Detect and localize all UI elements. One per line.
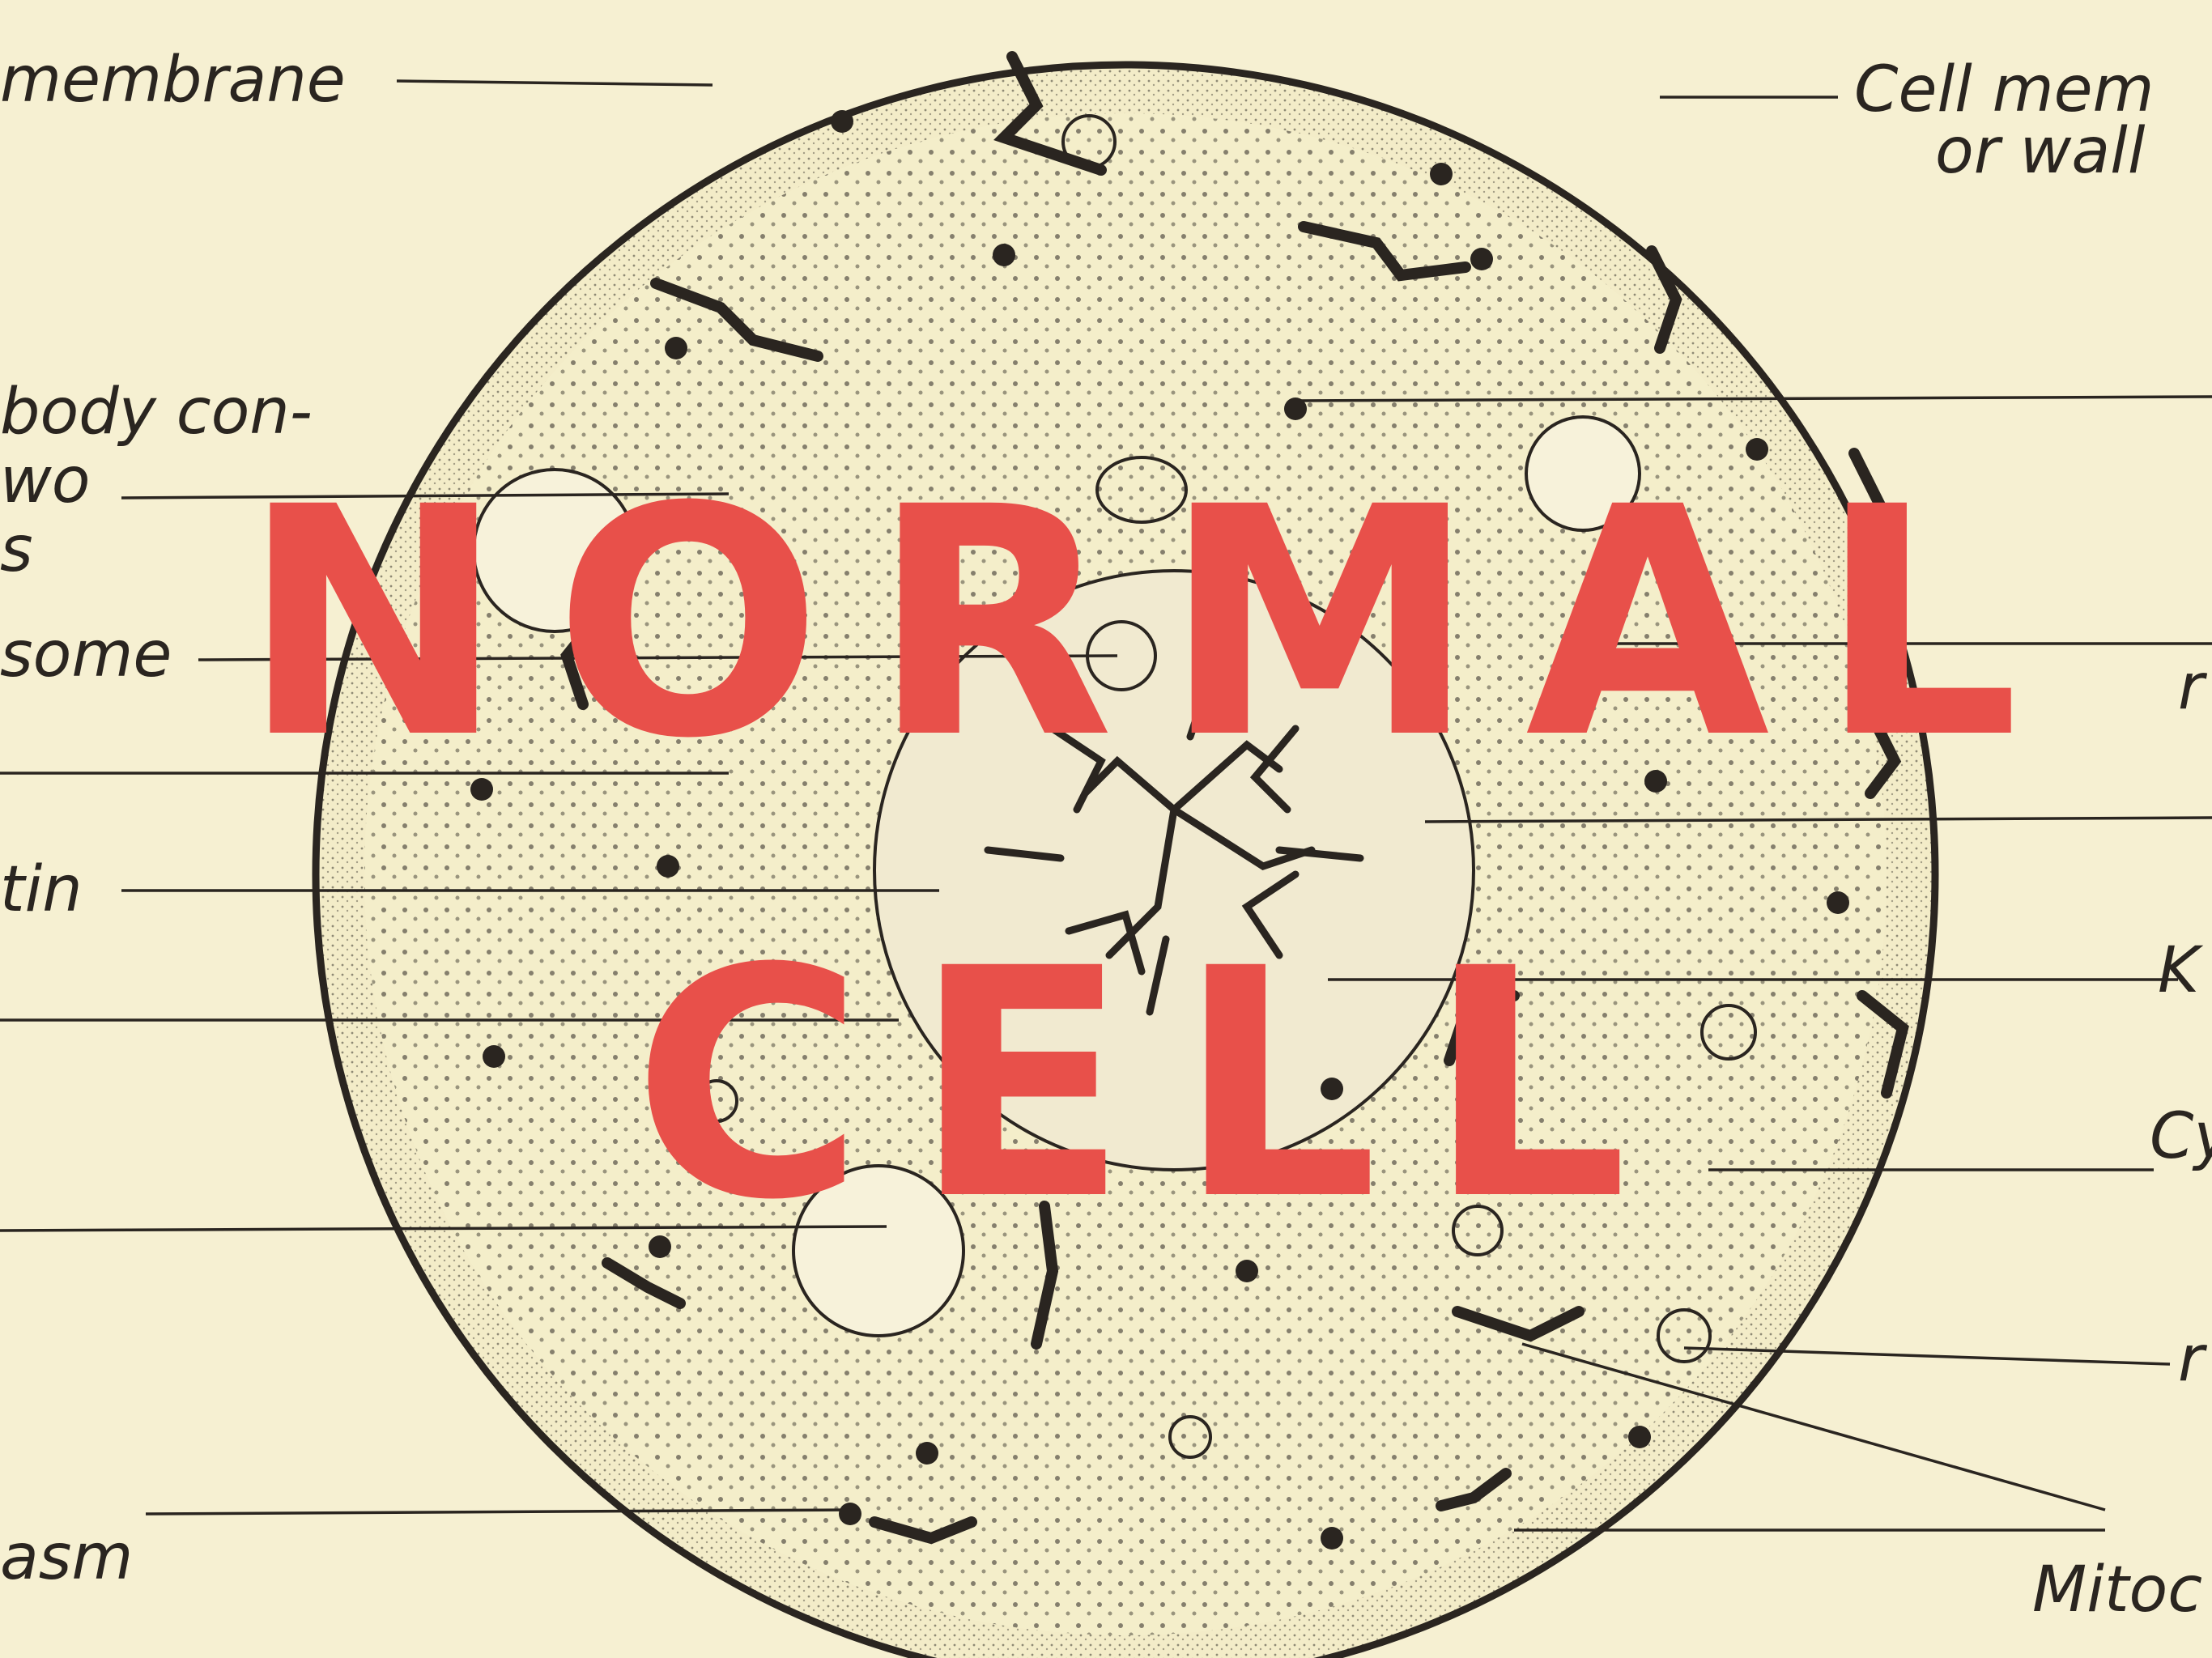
label-cell-membrane: Cell mem xyxy=(1854,58,2155,121)
label-asm: asm xyxy=(0,1526,133,1589)
label-mitochondria: Mitoc xyxy=(2032,1558,2202,1622)
label-or-wall: or wall xyxy=(1935,120,2146,183)
overlay-title-line2: CELL xyxy=(0,927,2212,1243)
overlay-title-line1: NORMAL xyxy=(0,466,2212,781)
label-right-mid: r xyxy=(2178,1328,2204,1391)
label-body-con: body con- xyxy=(0,380,313,444)
label-membrane: membrane xyxy=(0,49,346,112)
label-tin: tin xyxy=(0,858,83,921)
